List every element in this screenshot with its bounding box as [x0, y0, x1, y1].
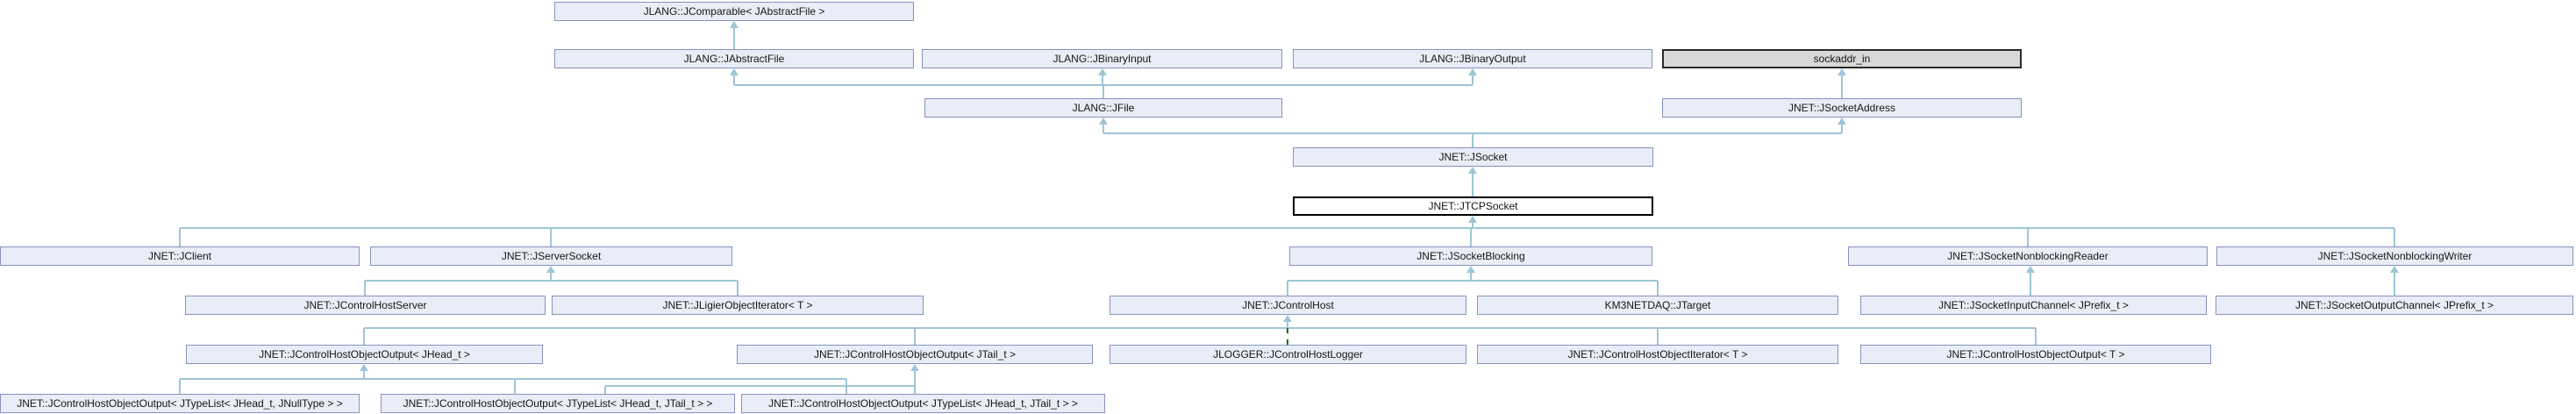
class-node-jnet-jsocketnonblockingreader[interactable]: JNET::JSocketNonblockingReader — [1848, 246, 2208, 266]
inheritance-arrow-icon — [1837, 68, 1846, 75]
inheritance-line — [2394, 272, 2395, 296]
class-node-jnet-jsocketblocking[interactable]: JNET::JSocketBlocking — [1289, 246, 1652, 266]
class-node-jlang-jfile[interactable]: JLANG::JFile — [924, 98, 1282, 118]
inheritance-line — [1102, 124, 1104, 133]
inheritance-line — [1472, 173, 1474, 196]
protected-inheritance-line — [1287, 328, 1289, 345]
inheritance-line — [1102, 75, 1103, 85]
class-node-jnet-jcontrolhost[interactable]: JNET::JControlHost — [1110, 296, 1466, 315]
class-node-jnet-jsocketnonblockingwriter[interactable]: JNET::JSocketNonblockingWriter — [2216, 246, 2573, 266]
inheritance-arrow-icon — [730, 68, 739, 75]
inheritance-line — [733, 75, 735, 85]
inheritance-line — [1472, 75, 1474, 85]
inheritance-arrow-icon — [730, 21, 739, 28]
inheritance-arrow-icon — [1098, 68, 1107, 75]
inheritance-line — [1103, 132, 1842, 134]
class-node-jnet-jcontrolhostobjectiterator[interactable]: JNET::JControlHostObjectIterator< T > — [1477, 345, 1838, 364]
class-node-jnet-jsocketinputchannel[interactable]: JNET::JSocketInputChannel< JPrefix_t > — [1860, 296, 2207, 315]
inheritance-line — [2027, 228, 2029, 246]
inheritance-line — [914, 386, 916, 394]
inheritance-line — [365, 280, 738, 282]
inheritance-line — [179, 228, 181, 246]
inheritance-line — [605, 385, 915, 387]
inheritance-arrow-icon — [1468, 167, 1477, 174]
inheritance-line — [1657, 281, 1659, 296]
inheritance-line — [364, 281, 366, 296]
inheritance-line — [737, 281, 739, 296]
inheritance-line — [914, 370, 916, 386]
class-node-jnet-jligierobjectiterator[interactable]: JNET::JLigierObjectIterator< T > — [552, 296, 924, 315]
inheritance-line — [1470, 272, 1472, 281]
inheritance-line — [514, 379, 516, 394]
inheritance-line — [1287, 321, 1288, 328]
class-node-jnet-jserversocket[interactable]: JNET::JServerSocket — [370, 246, 732, 266]
inheritance-arrow-icon — [1283, 315, 1292, 322]
inheritance-line — [1102, 85, 1104, 98]
inheritance-line — [1472, 133, 1474, 147]
class-node-jlogger-jcontrolhostlogger[interactable]: JLOGGER::JControlHostLogger — [1110, 345, 1466, 364]
inheritance-arrow-icon — [546, 266, 555, 273]
inheritance-arrow-icon — [360, 364, 368, 371]
inheritance-line — [734, 84, 1473, 86]
inheritance-line — [1841, 124, 1843, 133]
inheritance-line — [1657, 328, 1659, 345]
inheritance-line — [914, 328, 916, 345]
class-node-jlang-jabstractfile[interactable]: JLANG::JAbstractFile — [554, 49, 914, 68]
class-node-jlang-jbinaryinput[interactable]: JLANG::JBinaryInput — [922, 49, 1282, 68]
class-node-jnet-jcontrolhostserver[interactable]: JNET::JControlHostServer — [185, 296, 546, 315]
inheritance-line — [1472, 222, 1474, 228]
inheritance-line — [180, 378, 846, 380]
inheritance-arrow-icon — [910, 364, 919, 371]
inheritance-arrow-icon — [1468, 68, 1477, 75]
inheritance-line — [1470, 228, 1472, 246]
class-node-sockaddr-in: sockaddr_in — [1662, 49, 2022, 68]
inheritance-line — [179, 379, 181, 394]
inheritance-arrow-icon — [2026, 266, 2035, 273]
class-node-jnet-jcontrolhostobjectoutput-t[interactable]: JNET::JControlHostObjectOutput< T > — [1860, 345, 2211, 364]
class-node-jnet-jcontrolhostobjectoutput-typelist-jtail-2[interactable]: JNET::JControlHostObjectOutput< JTypeLis… — [741, 394, 1105, 413]
inheritance-line — [733, 27, 735, 49]
class-node-jnet-jclient[interactable]: JNET::JClient — [0, 246, 360, 266]
class-node-jnet-jcontrolhostobjectoutput-typelist-jnulltype[interactable]: JNET::JControlHostObjectOutput< JTypeLis… — [0, 394, 360, 413]
inheritance-line — [180, 227, 2394, 229]
inheritance-line — [2035, 328, 2037, 345]
inheritance-line — [550, 228, 552, 246]
inheritance-line — [604, 386, 606, 394]
class-node-jnet-jsocket[interactable]: JNET::JSocket — [1293, 147, 1653, 167]
class-node-jnet-jcontrolhostobjectoutput-typelist-jtail-1[interactable]: JNET::JControlHostObjectOutput< JTypeLis… — [381, 394, 735, 413]
class-node-jnet-jsocketaddress[interactable]: JNET::JSocketAddress — [1662, 98, 2022, 118]
class-node-jnet-jcontrolhostobjectoutput-jtail[interactable]: JNET::JControlHostObjectOutput< JTail_t … — [737, 345, 1093, 364]
class-node-jlang-jbinaryoutput[interactable]: JLANG::JBinaryOutput — [1293, 49, 1652, 68]
class-node-jlang-jcomparable[interactable]: JLANG::JComparable< JAbstractFile > — [554, 2, 914, 21]
inheritance-line — [2394, 228, 2395, 246]
inheritance-line — [1288, 280, 1658, 282]
inheritance-line — [363, 328, 365, 345]
inheritance-arrow-icon — [1466, 266, 1475, 273]
inheritance-arrow-icon — [1468, 216, 1477, 223]
inheritance-line — [1287, 281, 1288, 296]
inheritance-line — [363, 370, 365, 379]
inheritance-line — [1841, 75, 1843, 98]
inheritance-line — [550, 272, 552, 281]
inheritance-line — [2030, 272, 2031, 296]
inheritance-arrow-icon — [1837, 118, 1846, 125]
inheritance-arrow-icon — [1099, 118, 1108, 125]
inheritance-arrow-icon — [2390, 266, 2399, 273]
inheritance-line — [364, 327, 2036, 329]
class-node-km3netdaq-jtarget[interactable]: KM3NETDAQ::JTarget — [1477, 296, 1838, 315]
class-node-jnet-jcontrolhostobjectoutput-jhead[interactable]: JNET::JControlHostObjectOutput< JHead_t … — [186, 345, 543, 364]
class-node-jnet-jtcpsocket: JNET::JTCPSocket — [1293, 196, 1653, 216]
class-node-jnet-jsocketoutputchannel[interactable]: JNET::JSocketOutputChannel< JPrefix_t > — [2216, 296, 2573, 315]
